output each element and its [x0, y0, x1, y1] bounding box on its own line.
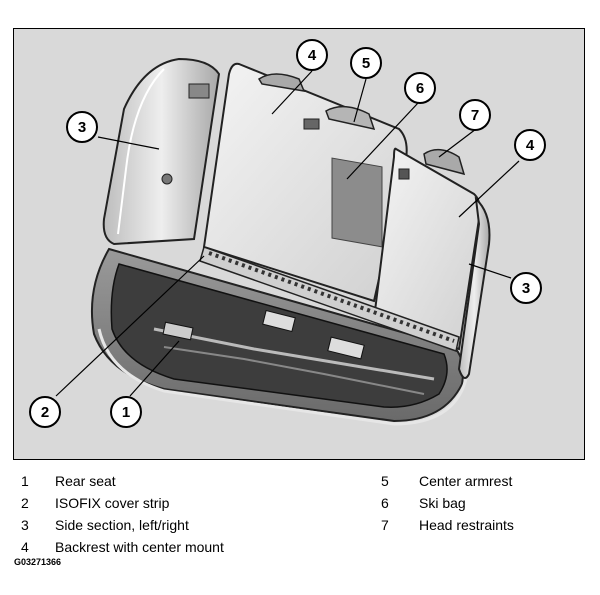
- callout-5: 5: [350, 47, 382, 79]
- svg-text:1: 1: [122, 404, 130, 421]
- callout-4-left: 4: [296, 39, 328, 71]
- svg-text:4: 4: [526, 137, 535, 154]
- legend-num: 2: [21, 495, 29, 511]
- rear-seat-inner: [110, 263, 448, 408]
- legend-item-7: 7 Head restraints: [0, 516, 600, 534]
- figure-code: G03271366: [14, 557, 62, 567]
- legend-item-4: 4 Backrest with center mount: [0, 538, 600, 556]
- svg-text:4: 4: [308, 47, 317, 64]
- svg-text:3: 3: [522, 280, 530, 297]
- legend-text: Center armrest: [419, 473, 513, 489]
- legend-text: ISOFIX cover strip: [55, 495, 170, 511]
- rear-seat-rim: [97, 328, 468, 426]
- legend-num: 7: [381, 517, 389, 533]
- seat-diagram: 4 5 6 7 4 3 3 2: [13, 28, 585, 460]
- legend-text: Side section, left/right: [55, 517, 189, 533]
- callout-layer: 4 5 6 7 4 3 3 2: [29, 39, 546, 428]
- legend-item-5: 5 Center armrest: [0, 472, 600, 490]
- callout-1: 1: [110, 396, 142, 428]
- seat-illustration: [55, 57, 520, 426]
- legend-num: 1: [21, 473, 29, 489]
- center-armrest: [325, 105, 376, 131]
- leader-lines: [55, 70, 520, 397]
- callout-4-right: 4: [514, 129, 546, 161]
- svg-text:7: 7: [471, 107, 479, 124]
- legend: 1 Rear seat 2 ISOFIX cover strip 3 Side …: [0, 470, 600, 570]
- callout-3-right: 3: [510, 272, 542, 304]
- legend-item-1: 1 Rear seat: [0, 472, 600, 490]
- legend-num: 3: [21, 517, 29, 533]
- legend-num: 6: [381, 495, 389, 511]
- legend-text: Ski bag: [419, 495, 466, 511]
- backrest-right: [372, 147, 481, 351]
- svg-text:2: 2: [41, 404, 49, 421]
- legend-num: 5: [381, 473, 389, 489]
- svg-text:5: 5: [362, 55, 370, 72]
- legend-num: 4: [21, 539, 29, 555]
- legend-item-2: 2 ISOFIX cover strip: [0, 494, 600, 512]
- callout-6: 6: [404, 72, 436, 104]
- callout-2: 2: [29, 396, 61, 428]
- callout-3-left: 3: [66, 111, 98, 143]
- svg-text:6: 6: [416, 80, 424, 97]
- svg-text:3: 3: [78, 119, 86, 136]
- legend-item-6: 6 Ski bag: [0, 494, 600, 512]
- ski-bag-panel: [331, 157, 383, 248]
- legend-text: Backrest with center mount: [55, 539, 224, 555]
- side-section-left: [102, 57, 221, 246]
- legend-item-3: 3 Side section, left/right: [0, 516, 600, 534]
- legend-text: Head restraints: [419, 517, 514, 533]
- legend-text: Rear seat: [55, 473, 116, 489]
- callout-7: 7: [459, 99, 491, 131]
- isofix-cover-strip: [199, 246, 460, 352]
- side-section-right: [457, 196, 491, 379]
